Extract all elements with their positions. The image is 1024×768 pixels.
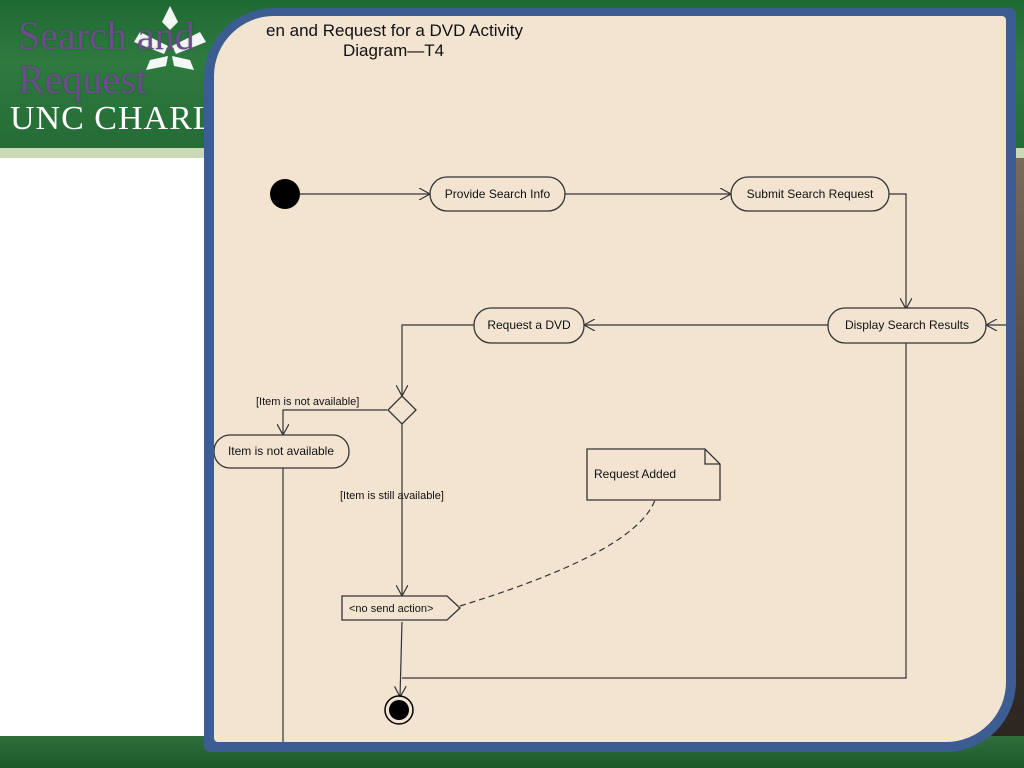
- action-item-not-available-label: Item is not available: [228, 444, 334, 458]
- guard-still-available: [Item is still available]: [340, 490, 444, 502]
- left-panel: [0, 158, 205, 736]
- edge-submit-display: [889, 193, 906, 309]
- guard-not-available: [Item is not available]: [256, 396, 359, 408]
- diagram-title-line1: en and Request for a DVD Activity: [266, 21, 524, 40]
- note-request-added: Request Added: [586, 448, 721, 501]
- slide-title-line1: Search and: [18, 13, 195, 58]
- action-request-dvd-label: Request a DVD: [487, 318, 571, 332]
- send-signal-action: <no send action>: [341, 595, 461, 621]
- action-request-dvd: Request a DVD: [473, 307, 585, 344]
- slide-title: Search and Request: [18, 14, 258, 102]
- action-submit-search-label: Submit Search Request: [747, 187, 874, 201]
- slide-title-line2: Request: [18, 57, 147, 102]
- edge-display-final: [402, 343, 907, 679]
- diagram-canvas: en and Request for a DVD Activity Diagra…: [214, 16, 1006, 742]
- activity-diagram: en and Request for a DVD Activity Diagra…: [214, 21, 1006, 742]
- edge-decision-not-available: [283, 409, 387, 435]
- initial-node: [270, 179, 300, 209]
- note-anchor-line: [459, 499, 656, 607]
- action-display-results: Display Search Results: [827, 307, 987, 344]
- action-display-results-label: Display Search Results: [845, 318, 969, 332]
- action-provide-search-label: Provide Search Info: [445, 187, 551, 201]
- note-label: Request Added: [594, 467, 676, 481]
- action-submit-search: Submit Search Request: [730, 176, 890, 212]
- decision-node: [387, 395, 417, 425]
- final-node: [384, 695, 414, 725]
- action-provide-search: Provide Search Info: [429, 176, 566, 212]
- university-logo: UNC CHARL: [10, 100, 215, 137]
- diagram-title-line2: Diagram—T4: [343, 41, 444, 60]
- edge-send-final: [400, 621, 402, 697]
- crown-logo-icon: [134, 6, 206, 70]
- send-signal-label: <no send action>: [349, 603, 433, 615]
- edge-request-decision: [402, 324, 474, 396]
- action-item-not-available: Item is not available: [214, 434, 350, 469]
